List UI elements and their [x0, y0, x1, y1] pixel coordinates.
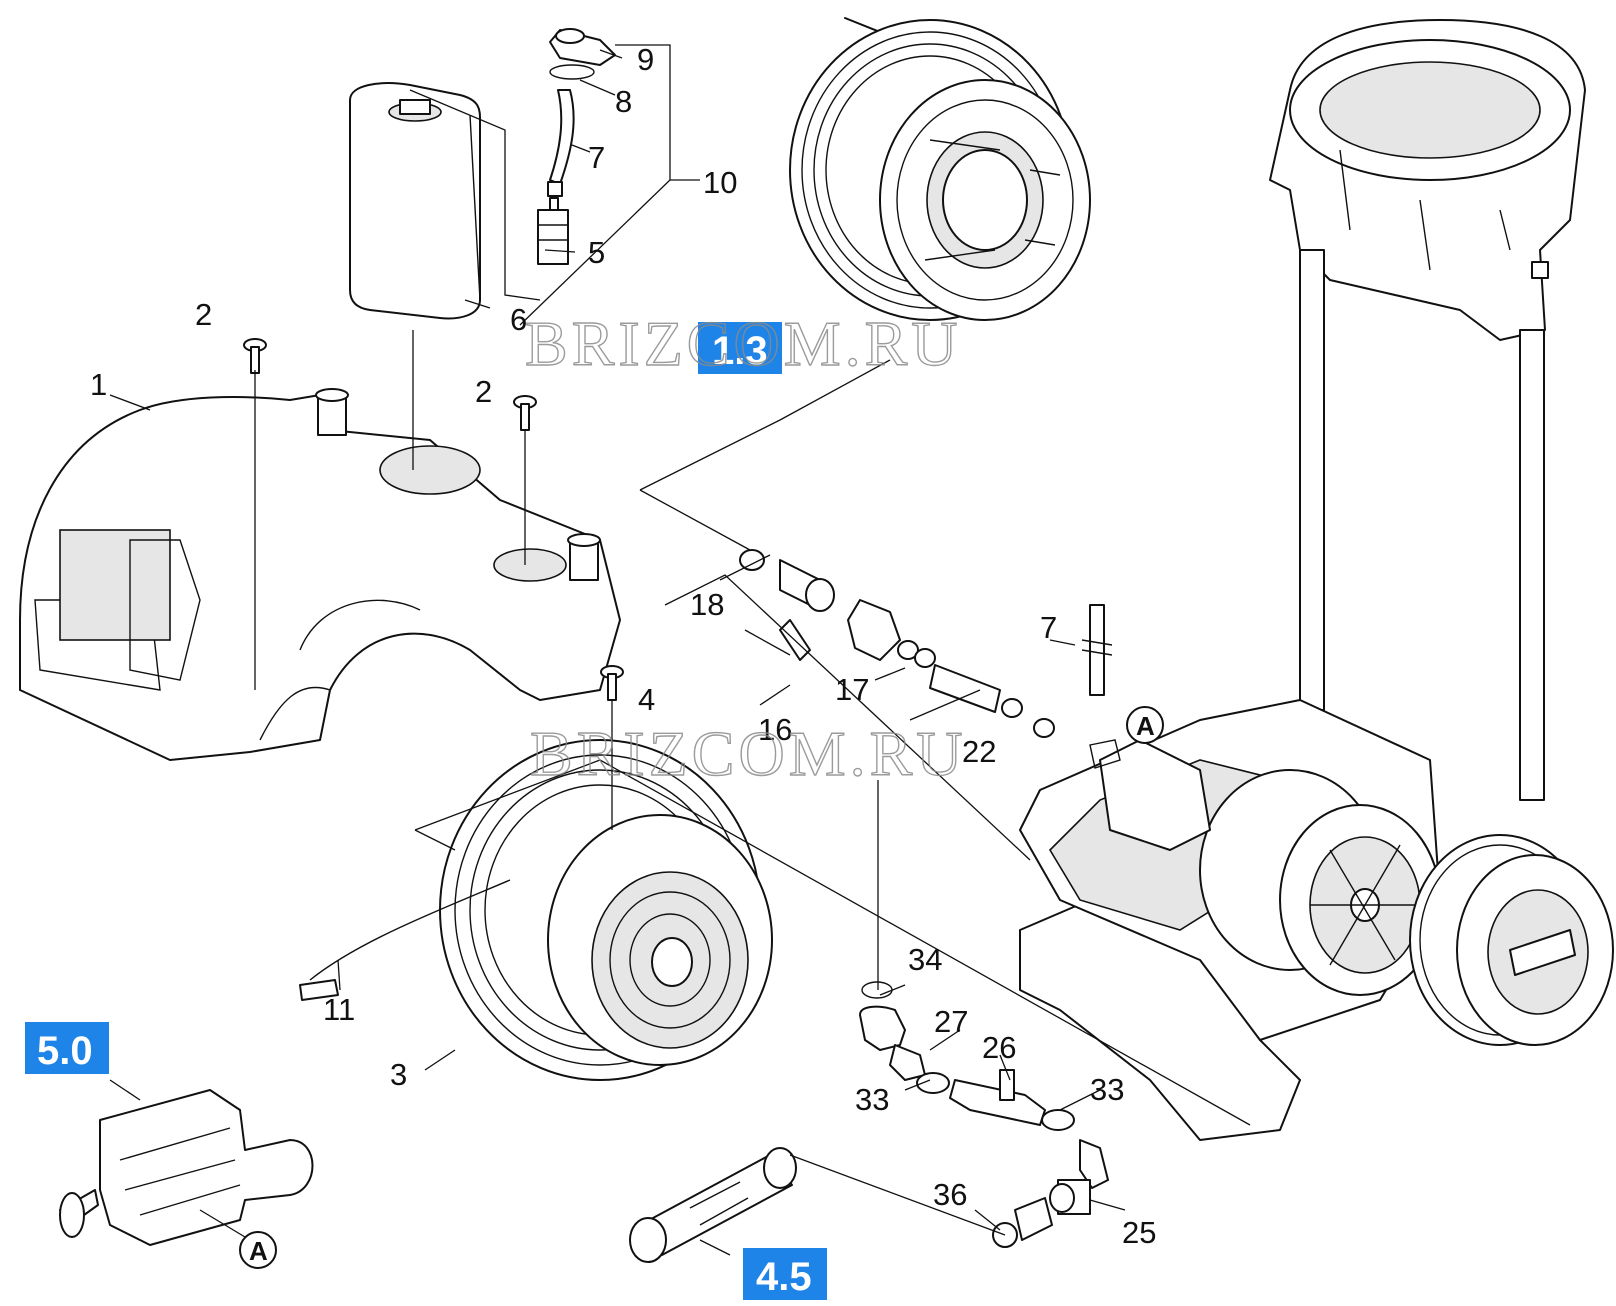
connection-mark-a-upper: A: [1126, 706, 1164, 744]
pump-fittings: [739, 549, 1055, 738]
callout-34: 34: [908, 942, 942, 977]
detergent-tank: [349, 82, 481, 320]
callout-26: 26: [982, 1030, 1016, 1065]
motor-pump-base: [1019, 604, 1441, 1141]
section-ref-5-0[interactable]: 5.0: [25, 1022, 109, 1074]
callout-18: 18: [690, 587, 724, 622]
callout-33-left: 33: [855, 1082, 889, 1117]
callout-9: 9: [637, 42, 654, 77]
callout-11: 11: [323, 992, 355, 1027]
callout-5: 5: [588, 235, 605, 270]
callout-10: 10: [703, 165, 737, 200]
callout-27: 27: [934, 1004, 968, 1039]
inlet-fittings: [859, 981, 1109, 1248]
section-ref-5-0-label: 5.0: [37, 1029, 93, 1073]
watermark-lower: BRIZCOM.RU: [530, 718, 967, 789]
watermark-upper: BRIZCOM.RU: [525, 308, 962, 379]
trolley-wheel: [1409, 834, 1614, 1046]
callout-16: 16: [758, 712, 792, 747]
connection-mark-a-lower: A: [239, 1231, 277, 1269]
callout-2-right: 2: [475, 374, 492, 409]
trolley-frame: [1269, 19, 1586, 801]
connection-mark-a-lower-label: A: [249, 1236, 268, 1266]
cable-reel: [299, 739, 773, 1081]
callout-7-top: 7: [588, 140, 605, 175]
callout-numbers: 1 2 2 3 4 5 6 7 7 8 9 10 11 16 17 18 22 …: [90, 42, 1156, 1250]
callout-36: 36: [933, 1177, 967, 1212]
section-ref-1-3[interactable]: 1.3: [698, 322, 782, 374]
upper-hose-reel: [789, 17, 1091, 321]
suction-filter: [629, 1147, 797, 1263]
section-ref-1-3-label: 1.3: [712, 329, 768, 373]
connection-mark-a-upper-label: A: [1136, 711, 1155, 741]
callout-3: 3: [390, 1057, 407, 1092]
callout-2-left: 2: [195, 297, 212, 332]
section-ref-4-5-label: 4.5: [756, 1255, 812, 1299]
callout-1: 1: [90, 367, 107, 402]
callout-17: 17: [835, 672, 869, 707]
callout-4: 4: [638, 682, 655, 717]
callout-33-right: 33: [1090, 1072, 1124, 1107]
screw-4: [600, 665, 624, 701]
housing-cover: [19, 388, 621, 761]
callout-8: 8: [615, 84, 632, 119]
detergent-suction-set: [537, 28, 616, 265]
callout-7-right: 7: [1040, 610, 1057, 645]
screw-2-left: [243, 338, 267, 374]
callout-25: 25: [1122, 1215, 1156, 1250]
switch-assembly: [59, 1089, 314, 1246]
section-ref-4-5[interactable]: 4.5: [743, 1248, 827, 1300]
leader-lines: [109, 44, 1251, 1256]
screw-2-right: [513, 395, 537, 431]
callout-22: 22: [962, 734, 996, 769]
callout-6: 6: [510, 302, 527, 337]
